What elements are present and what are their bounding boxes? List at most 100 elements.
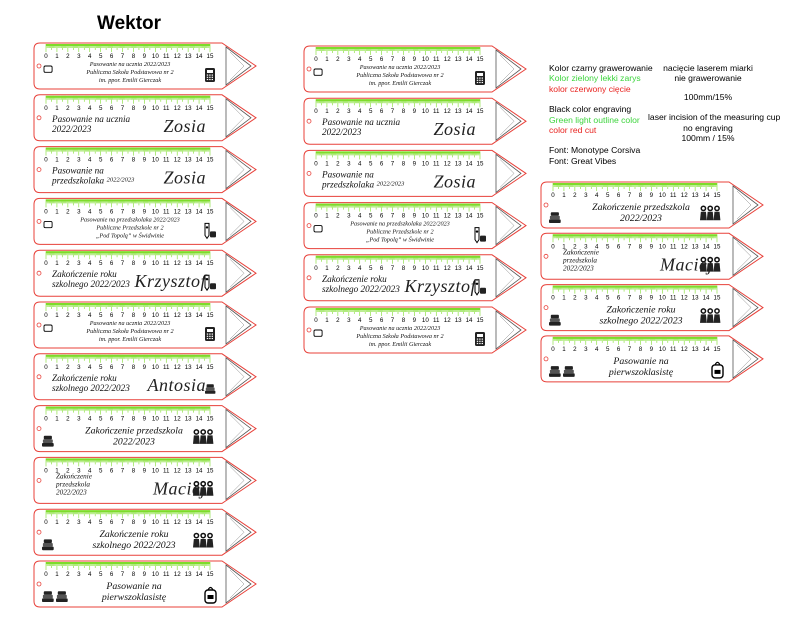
scale-number: 11 <box>163 571 170 578</box>
scale-number: 10 <box>152 467 159 474</box>
hang-hole <box>36 115 42 121</box>
engraving-line: Pasowanie na ucznia 2022/2023 <box>359 325 441 332</box>
scale-number: 15 <box>207 519 214 526</box>
scale-number: 11 <box>433 213 440 220</box>
scale-number: 8 <box>132 53 136 60</box>
calculator-key <box>211 74 213 76</box>
hang-hole <box>36 477 42 483</box>
scale-number: 0 <box>44 519 48 526</box>
calculator-key <box>211 78 213 81</box>
calculator-key <box>206 78 209 81</box>
pencil-tip-inner <box>225 46 252 86</box>
engraving-line: 2022/2023 <box>620 213 662 224</box>
scale-number: 13 <box>185 260 192 267</box>
scale-number: 4 <box>88 467 92 474</box>
books-icon <box>56 591 68 602</box>
scale-number: 14 <box>466 160 473 167</box>
scale-number: 6 <box>380 317 384 324</box>
kid-body <box>706 211 714 221</box>
scale-number: 15 <box>207 571 214 578</box>
scale-number: 12 <box>174 364 181 371</box>
pencil-tip-inner <box>732 339 759 379</box>
kid-body <box>700 211 707 221</box>
ruler-outline <box>33 94 257 142</box>
tag-shape <box>313 225 323 233</box>
engraving-line: „Pod Topolą” w Świdwinie <box>96 231 164 239</box>
scale-number: 13 <box>185 364 192 371</box>
scale-number: 7 <box>121 157 125 164</box>
kids-icon <box>193 429 214 444</box>
scale-number: 0 <box>44 467 48 474</box>
tag-shape <box>313 329 323 337</box>
engraving-line: szkolnego 2022/2023 <box>600 316 683 327</box>
engraving-line: Zakończenie <box>563 248 600 256</box>
scale-number: 1 <box>55 519 59 526</box>
scale-number: 5 <box>99 208 103 215</box>
scale-number: 6 <box>380 160 384 167</box>
scale-number: 2 <box>336 108 340 115</box>
engraving-year: 2022/2023 <box>377 180 406 187</box>
book-middle <box>549 369 560 374</box>
scale-number: 6 <box>110 416 114 423</box>
scale-number: 15 <box>207 105 214 112</box>
page-heading: Wektor <box>97 13 162 34</box>
scale-number: 7 <box>121 364 125 371</box>
scale-number: 4 <box>595 243 599 250</box>
scale-number: 4 <box>88 416 92 423</box>
scale-number: 8 <box>639 192 643 199</box>
pencil-tip-line <box>229 518 245 547</box>
book-bottom <box>56 598 68 602</box>
pencil-tip-line <box>229 310 245 340</box>
scale-number: 9 <box>650 243 654 250</box>
engraving-line: Zakończenie przedszkola <box>592 202 690 213</box>
scale-number: 9 <box>650 346 654 353</box>
scale-number: 3 <box>77 157 81 164</box>
engraving-line: Pasowanie na <box>105 581 161 592</box>
kid-face <box>201 534 205 537</box>
pencil-tip-line <box>229 51 245 81</box>
scale-number: 6 <box>110 53 114 60</box>
pencil-tip-inner <box>225 564 252 604</box>
pencil-tip-inner <box>495 257 522 298</box>
engraving-line: Publiczna Szkoła Podstawowa nr 2 <box>85 328 173 335</box>
calculator-key <box>209 335 211 337</box>
scale-number: 14 <box>196 364 203 371</box>
scale-number: 5 <box>99 519 103 526</box>
calculator-key <box>481 77 483 79</box>
scale-number: 0 <box>314 108 318 115</box>
legend-font-1: Font: Monotype Corsiva <box>549 145 641 156</box>
engraving-name: Maciej <box>659 254 713 274</box>
hang-hole <box>36 218 42 224</box>
scale-number: 6 <box>380 108 384 115</box>
scale-number: 1 <box>325 160 329 167</box>
scale-number: 15 <box>207 260 214 267</box>
ruler-outline <box>303 306 527 354</box>
scale-band <box>316 151 480 154</box>
scale-number: 8 <box>132 571 136 578</box>
kid-body <box>193 539 200 548</box>
kid-face <box>715 309 719 313</box>
engraving-name: Krzysztof <box>133 271 208 291</box>
book-bottom <box>549 373 561 377</box>
